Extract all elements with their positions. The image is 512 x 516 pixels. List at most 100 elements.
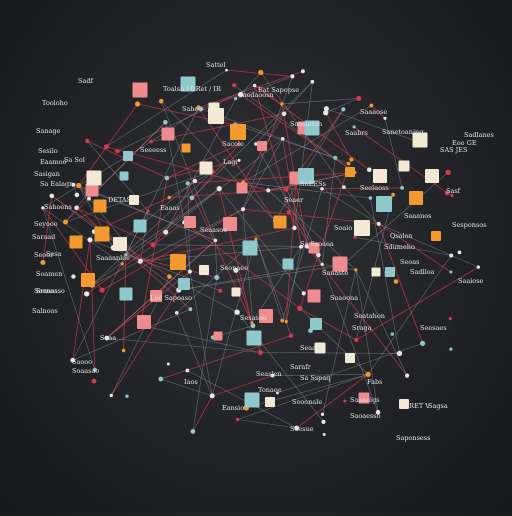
edge — [384, 118, 403, 188]
edge — [42, 195, 53, 263]
node-dot — [300, 69, 305, 74]
node-dot — [99, 287, 105, 293]
node-dot — [400, 186, 404, 190]
node-label: Eaaas — [160, 204, 180, 212]
edge — [76, 207, 191, 310]
edge — [123, 254, 127, 351]
edge — [343, 186, 379, 225]
edge — [237, 374, 369, 420]
node-dot — [115, 148, 120, 154]
edge — [76, 207, 154, 246]
node-label: Srsuss — [36, 287, 58, 295]
node-label: Sesasoo — [240, 314, 267, 322]
edge — [113, 180, 196, 248]
edge — [140, 227, 295, 262]
edge — [176, 312, 213, 397]
node-card — [180, 76, 196, 92]
node-label: Eat Sapopse — [258, 86, 299, 94]
node-dot — [376, 221, 381, 226]
node-dot — [286, 210, 291, 215]
edge — [321, 188, 379, 225]
node-label: Seaslen — [256, 370, 282, 378]
node-label: Tooloho — [42, 99, 68, 107]
node-label: Saaanos — [404, 212, 432, 220]
node-dot — [405, 373, 410, 378]
node-dot — [292, 225, 297, 231]
node-card — [273, 215, 287, 229]
node-card — [85, 183, 99, 197]
node-dot — [163, 120, 168, 125]
node-card — [81, 273, 95, 287]
edge — [296, 374, 369, 429]
node-label: Seeeess — [140, 146, 167, 154]
node-dot — [213, 238, 218, 243]
node-label: Saraad — [32, 233, 55, 241]
node-card — [161, 127, 175, 141]
node-card — [308, 242, 320, 254]
edge — [242, 138, 283, 210]
node-label: Soamen — [36, 270, 62, 278]
node-card — [259, 309, 273, 323]
edge — [106, 69, 227, 147]
node-dot — [235, 417, 240, 422]
node-dot — [316, 252, 321, 258]
edge — [260, 352, 400, 354]
node-card — [398, 160, 410, 172]
edge — [325, 112, 352, 160]
node-dot — [234, 309, 240, 315]
node-dot — [320, 262, 324, 266]
node-dot — [266, 188, 271, 193]
node-dot — [49, 193, 55, 199]
node-label: Sooonale — [292, 398, 322, 406]
node-dot — [92, 367, 97, 372]
edge — [72, 308, 191, 361]
edge — [106, 337, 261, 353]
node-dot — [167, 274, 172, 279]
node-label: Seyooo — [34, 220, 58, 228]
node-card — [223, 217, 237, 231]
node-dot — [375, 409, 381, 415]
node-dot — [250, 321, 254, 325]
node-dot — [299, 244, 304, 249]
node-card — [236, 182, 248, 194]
node-card — [170, 254, 186, 270]
node-label: Seatahon — [354, 312, 385, 320]
edge — [255, 238, 292, 336]
node-label: Sadlloa — [410, 268, 435, 276]
node-dot — [270, 373, 275, 378]
node-card — [199, 161, 213, 175]
node-dot — [149, 139, 153, 144]
node-label: Seonaee — [220, 264, 248, 272]
node-card — [409, 191, 423, 205]
node-dot — [349, 157, 354, 162]
node-dot — [164, 175, 170, 181]
edge — [140, 210, 149, 262]
node-dot — [321, 419, 326, 424]
edge — [86, 222, 185, 295]
node-card — [412, 132, 428, 148]
node-card — [133, 219, 147, 233]
node-dot — [346, 161, 351, 166]
node-dot — [280, 102, 284, 106]
node-dot — [91, 378, 97, 384]
node-card — [332, 256, 348, 272]
node-dot — [214, 275, 220, 280]
edge — [212, 375, 273, 397]
node-label: Seoas — [400, 258, 419, 266]
node-dot — [192, 178, 198, 184]
node-dot — [233, 267, 239, 273]
edge — [101, 208, 244, 291]
node-label: Qsalon — [390, 232, 413, 240]
node-label: Sanaste — [322, 269, 348, 277]
edge — [125, 188, 220, 256]
node-label: Sahe — [182, 105, 199, 113]
edge — [272, 374, 369, 376]
edge — [110, 271, 191, 396]
box-layer — [69, 76, 441, 409]
edge — [286, 246, 302, 322]
node-dot — [276, 391, 279, 395]
node-dot — [369, 103, 374, 108]
node-dot — [240, 207, 246, 212]
